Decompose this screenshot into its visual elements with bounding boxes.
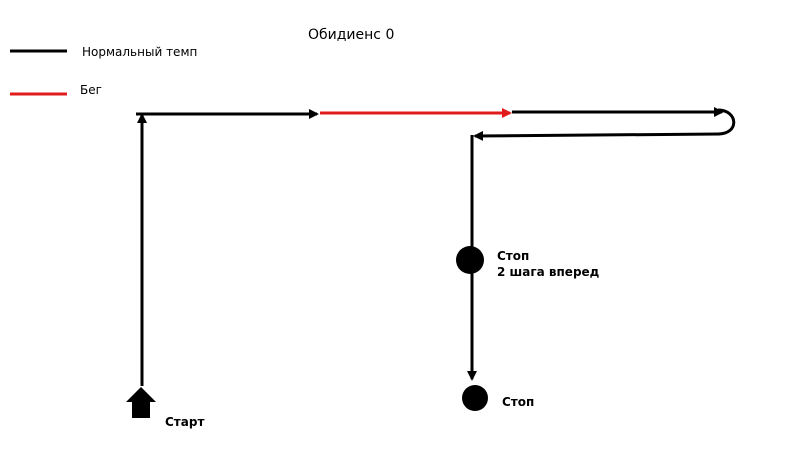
legend-run-label: Бег — [80, 83, 102, 97]
start-house-arrow-icon — [126, 387, 156, 418]
stop-midway-sublabel: 2 шага вперед — [497, 265, 600, 279]
path-segment-u-turn — [717, 108, 736, 136]
stop-end-label: Стоп — [502, 395, 534, 409]
diagram-title: Обидиенс 0 — [308, 27, 394, 43]
path-segment-back-left — [473, 130, 721, 141]
start-label: Старт — [165, 415, 204, 429]
stop-midway-label: Стоп — [497, 249, 529, 263]
legend-normal-label: Нормальный темп — [82, 45, 197, 59]
stop-midway-marker — [456, 246, 484, 274]
stop-end-marker — [462, 385, 488, 411]
